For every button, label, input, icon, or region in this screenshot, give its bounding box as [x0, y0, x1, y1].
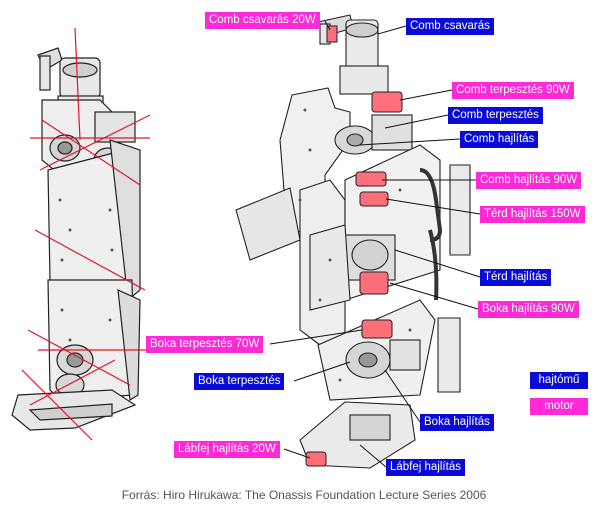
label-comb-hajlitas: Comb hajlítás	[460, 131, 539, 148]
joint-axis-lines	[21, 27, 151, 441]
exploded-leg-drawing	[235, 14, 471, 469]
label-labfej-hajlitas: Lábfej hajlítás	[386, 459, 465, 476]
label-boka-hajlitas-motor: Boka hajlítás 90W	[478, 301, 579, 318]
label-comb-terpesztes: Comb terpesztés	[448, 107, 543, 124]
label-boka-terpesztes: Boka terpesztés	[194, 373, 285, 390]
label-comb-terpesztes-motor: Comb terpesztés 90W	[452, 82, 574, 99]
source-caption: Forrás: Hiro Hirukawa: The Onassis Found…	[121, 488, 487, 502]
label-comb-csavaras-motor: Comb csavarás 20W	[205, 12, 320, 29]
leader-lines	[269, 20, 481, 468]
label-comb-hajlitas-motor: Comb hajlítás 90W	[476, 172, 582, 189]
label-labfej-hajlitas-motor: Lábfej hajlítás 20W	[174, 441, 280, 458]
legend-gear: hajtómű	[530, 372, 588, 389]
motor-parts	[305, 25, 403, 467]
legend-motor: motor	[530, 398, 588, 415]
label-terd-hajlitas-motor: Térd hajlítás 150W	[480, 206, 585, 223]
label-terd-hajlitas: Térd hajlítás	[480, 269, 552, 286]
label-comb-csavaras: Comb csavarás	[406, 18, 494, 35]
assembled-leg-drawing	[11, 47, 141, 431]
label-boka-terpesztes-motor: Boka terpesztés 70W	[146, 336, 264, 353]
label-boka-hajlitas: Boka hajlítás	[420, 414, 494, 431]
